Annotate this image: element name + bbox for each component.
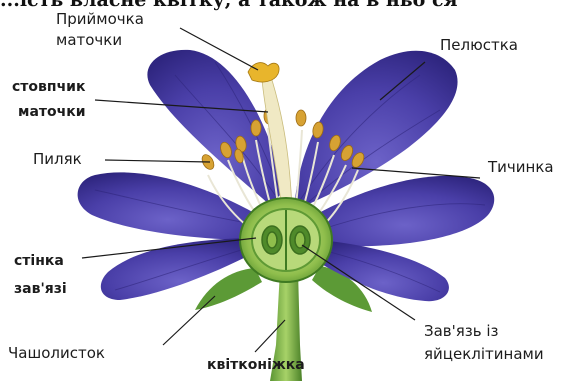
label-petal: Пелюстка	[440, 36, 518, 55]
pistil-stigma	[248, 63, 279, 82]
label-style-line1: стовпчик	[12, 78, 86, 97]
label-sepal: Чашолисток	[8, 344, 105, 363]
label-ovary-wall-line2: зав'язі	[14, 280, 67, 299]
label-stigma-line1: Приймочка	[56, 10, 144, 29]
label-stamen: Тичинка	[488, 158, 554, 177]
label-pedicel: квітконіжка	[207, 356, 305, 375]
label-stigma-line2: маточки	[56, 31, 122, 50]
label-ovary-wall-line1: стінка	[14, 252, 64, 271]
label-ovary-line2: яйцеклітинами	[424, 345, 544, 364]
label-style-line2: маточки	[18, 103, 86, 122]
label-anther: Пиляк	[33, 150, 82, 169]
label-ovary-line1: Зав'язь із	[424, 322, 499, 341]
